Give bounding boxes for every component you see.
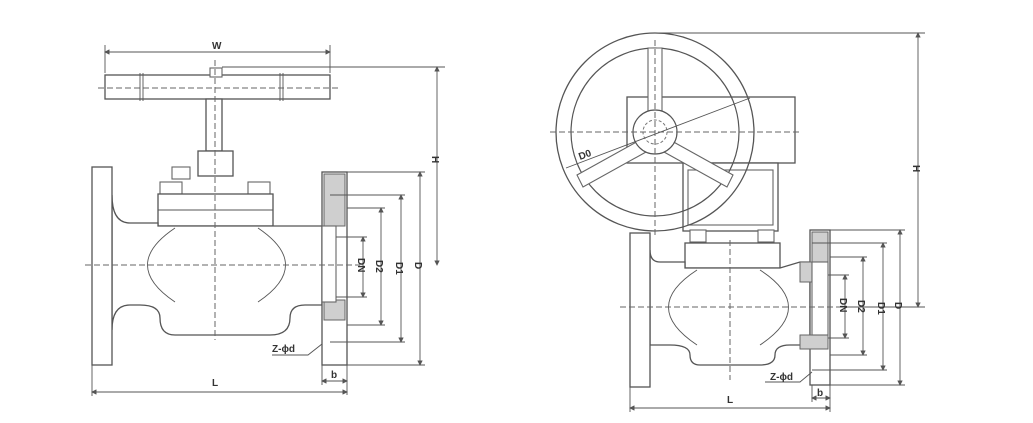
- dim-l-label: L: [212, 378, 218, 389]
- right-dimensions: H D D1 D2 DN Z-ϕd b L: [629, 32, 925, 412]
- left-valve-drawing: W H D D1 D2 DN Z-ϕd b L: [85, 41, 445, 396]
- dim-dn-label: DN: [355, 258, 366, 272]
- bonnet: [684, 229, 781, 269]
- dim-b-label: b: [817, 388, 823, 399]
- dim-d1-label: D1: [393, 262, 404, 275]
- valve-body: [85, 60, 360, 366]
- dim-d1-label: D1: [875, 302, 886, 315]
- left-dimensions: W H D D1 D2 DN Z-ϕd b L: [91, 41, 445, 396]
- dim-h-label: H: [910, 165, 921, 172]
- t-handle: [98, 67, 338, 101]
- stem: [171, 98, 234, 180]
- dim-d2-label: D2: [855, 300, 866, 313]
- dim-d-label: D: [412, 262, 423, 269]
- left-flange: [629, 232, 651, 388]
- dim-w-label: W: [212, 41, 222, 52]
- left-flange: [91, 166, 113, 366]
- dim-d2-label: D2: [373, 260, 384, 273]
- dim-b-label: b: [331, 370, 337, 381]
- dim-h-label: H: [429, 156, 440, 163]
- dim-d-label: D: [892, 302, 903, 309]
- dim-bolt-holes-label: Z-ϕd: [272, 344, 295, 355]
- valve-body: [620, 40, 840, 388]
- dim-l-label: L: [727, 395, 733, 406]
- dim-d0-label: D0: [577, 148, 593, 163]
- dim-dn-label: DN: [837, 298, 848, 312]
- dim-bolt-holes-label: Z-ϕd: [770, 372, 793, 383]
- right-valve-drawing: D0 H D D1 D2 DN Z-ϕd: [550, 32, 925, 412]
